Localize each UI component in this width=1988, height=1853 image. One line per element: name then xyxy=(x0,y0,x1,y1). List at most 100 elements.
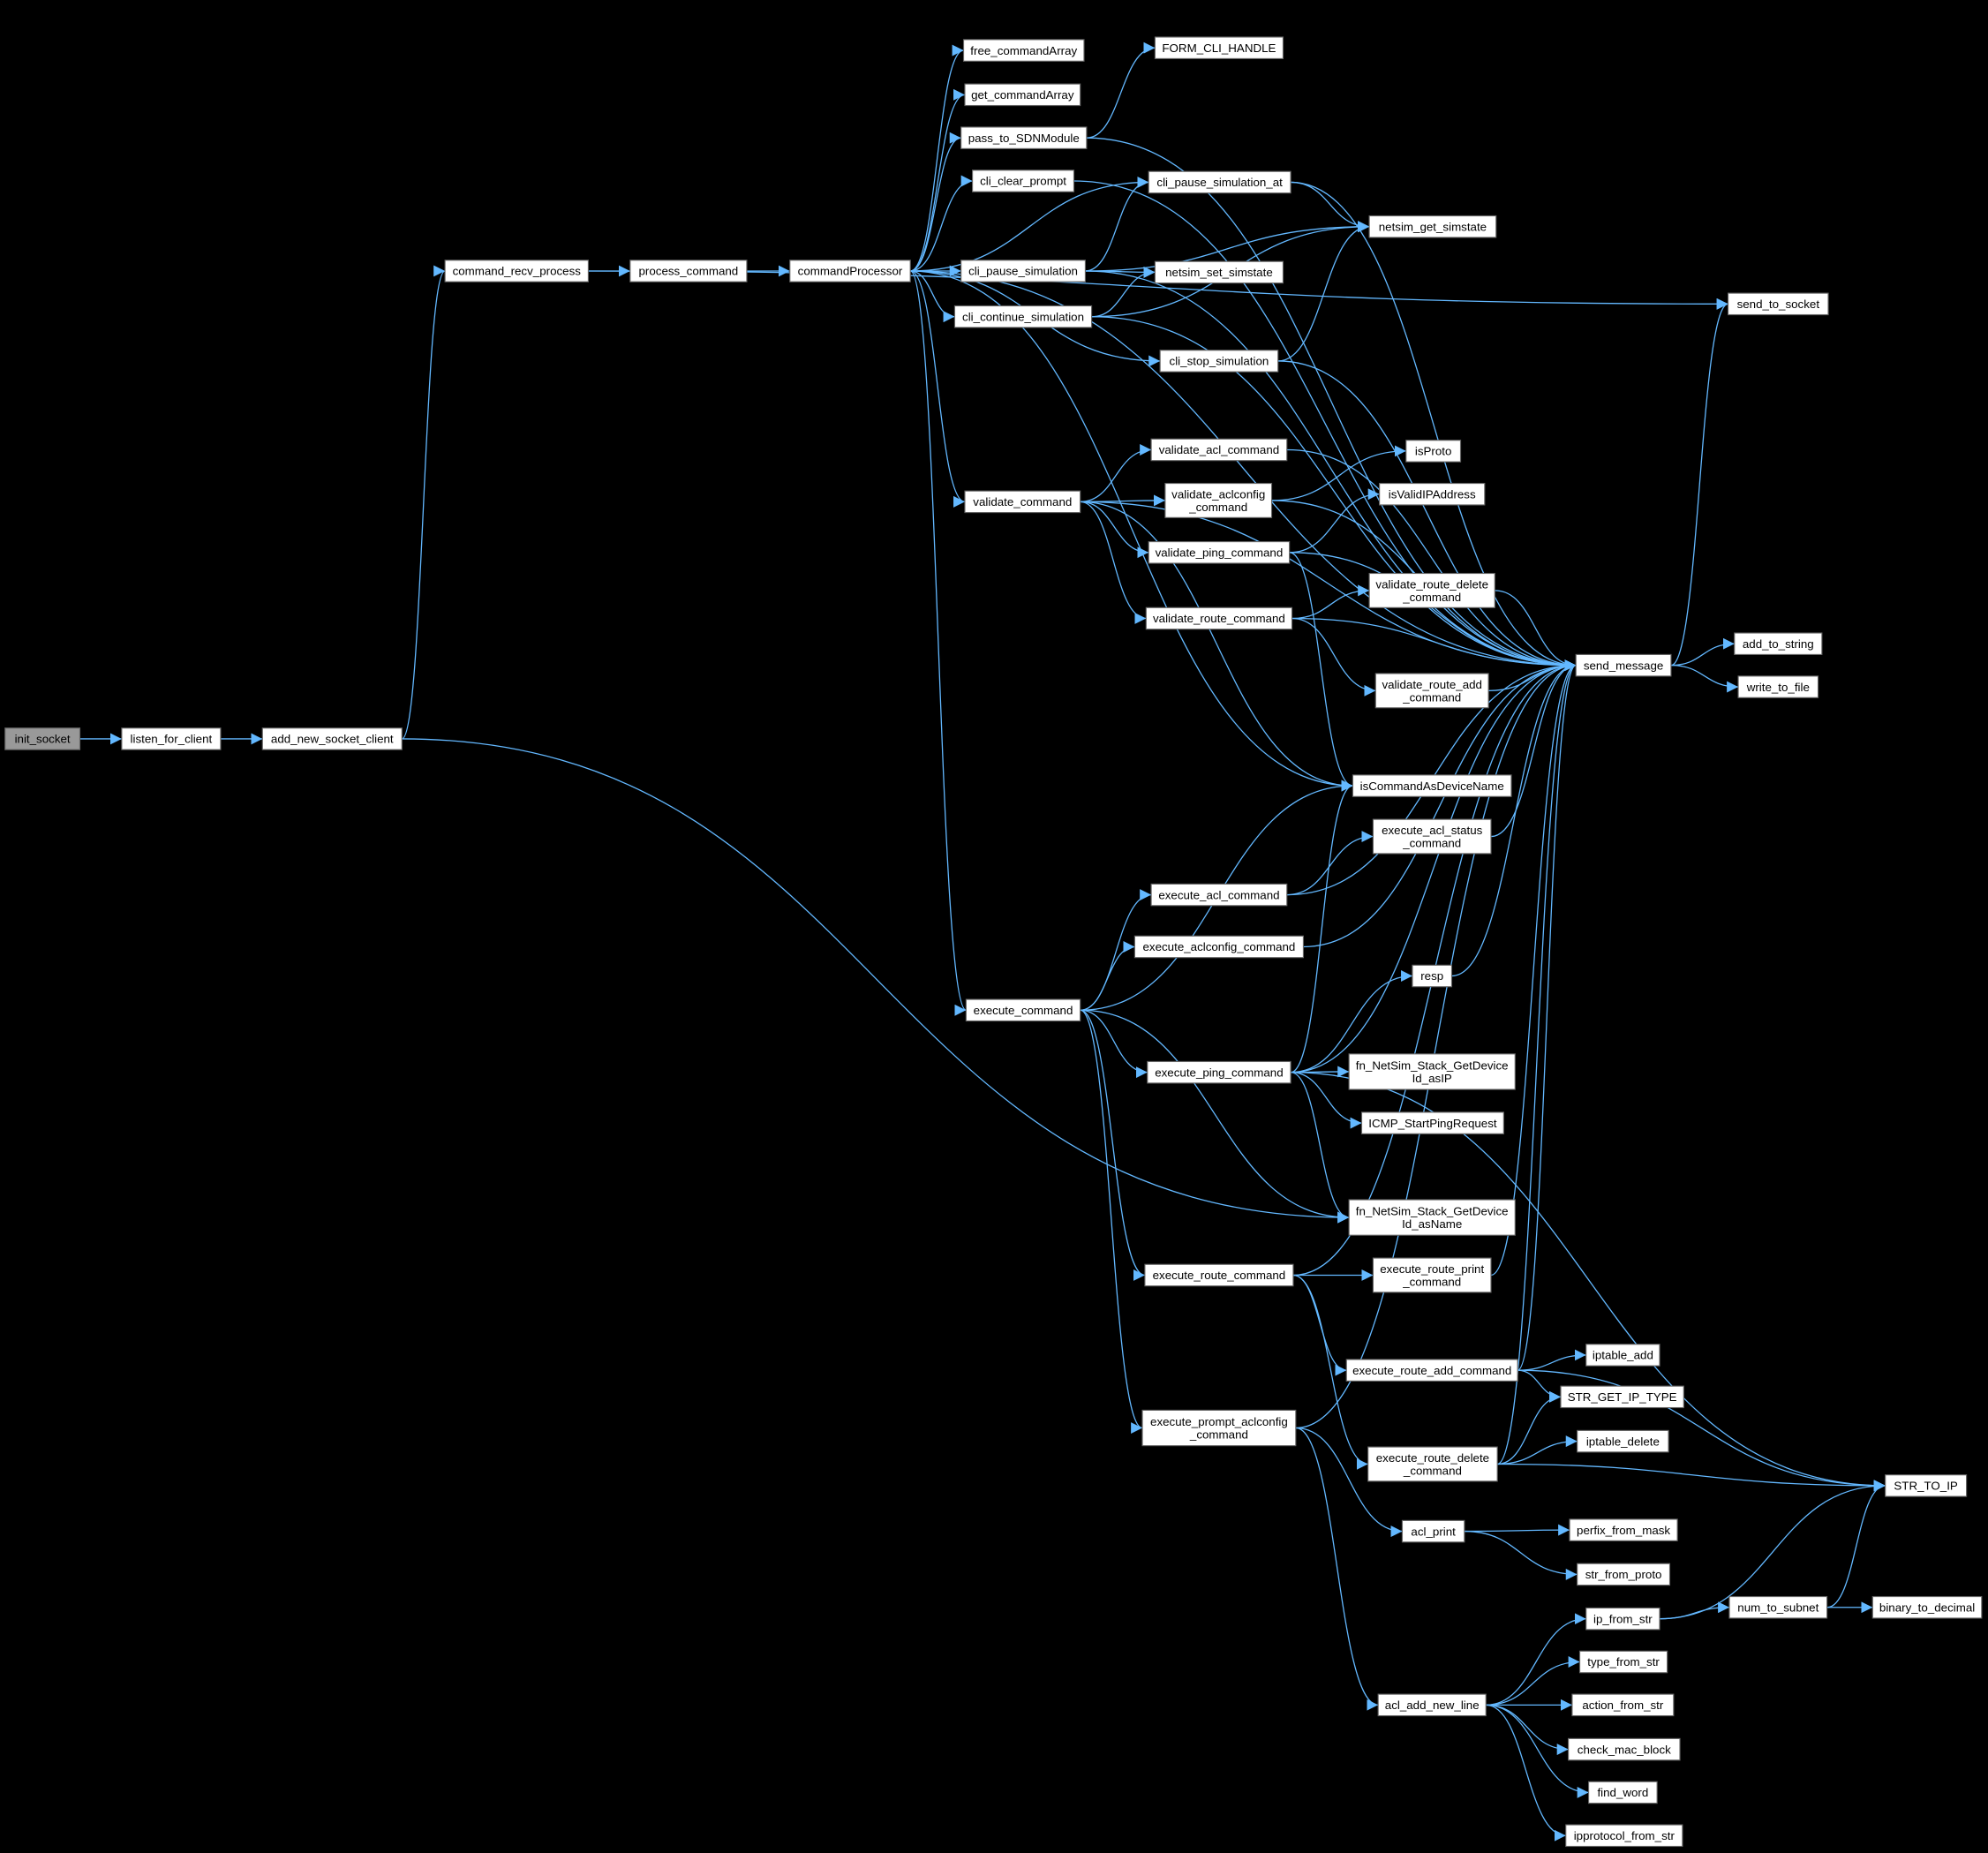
edge-cli-continue-simulation-to-send-message xyxy=(1091,316,1577,672)
node-execute-ping-command[interactable]: execute_ping_command xyxy=(1147,1060,1291,1084)
node-validate-ping-command[interactable]: validate_ping_command xyxy=(1148,541,1291,564)
node-execute-acl-status-command[interactable]: execute_acl_status_command xyxy=(1372,818,1492,855)
node-resp[interactable]: resp xyxy=(1412,964,1453,988)
node-command-recv-process[interactable]: command_recv_process xyxy=(444,260,589,282)
node-label: FORM_CLI_HANDLE xyxy=(1162,41,1276,55)
edge-execute-route-print-command-to-send-message xyxy=(1490,659,1577,1277)
node-ip-from-str[interactable]: ip_from_str xyxy=(1585,1607,1660,1631)
node-iptable-add[interactable]: iptable_add xyxy=(1585,1344,1660,1367)
edge-command-processor-to-execute-command xyxy=(909,270,967,1016)
node-execute-acl-command[interactable]: execute_acl_command xyxy=(1150,883,1288,907)
node-label: netsim_set_simstate xyxy=(1165,266,1273,279)
node-box xyxy=(1133,935,1305,959)
node-box xyxy=(1885,1474,1968,1497)
node-check-mac-block[interactable]: check_mac_block xyxy=(1568,1737,1681,1761)
node-execute-prompt-aclconfig-command[interactable]: execute_prompt_aclconfig_command xyxy=(1141,1409,1297,1447)
node-label: acl_add_new_line xyxy=(1385,1699,1480,1712)
node-netsim-set-simstate[interactable]: netsim_set_simstate xyxy=(1154,260,1284,284)
edge-execute-prompt-aclconfig-command-to-send-message xyxy=(1295,659,1577,1429)
node-icmp-start-ping-request[interactable]: ICMP_StartPingRequest xyxy=(1360,1111,1504,1134)
node-execute-route-command[interactable]: execute_route_command xyxy=(1144,1263,1294,1287)
node-label: validate_aclconfig_command xyxy=(1171,487,1265,513)
node-ipprotocol-from-str[interactable]: ipprotocol_from_str xyxy=(1565,1824,1683,1848)
node-box xyxy=(1147,1060,1291,1084)
node-is-command-as-device-name[interactable]: isCommandAsDeviceName xyxy=(1352,774,1512,797)
node-box xyxy=(4,727,81,750)
node-get-command-array[interactable]: get_commandArray xyxy=(964,83,1081,107)
node-cli-pause-simulation-at[interactable]: cli_pause_simulation_at xyxy=(1148,170,1291,194)
edge-cli-clear-prompt-to-send-message xyxy=(1073,180,1577,672)
node-is-proto[interactable]: isProto xyxy=(1405,440,1462,463)
edge-command-processor-to-validate-command xyxy=(910,270,966,508)
node-listen-for-client[interactable]: listen_for_client xyxy=(121,727,222,750)
node-add-to-string[interactable]: add_to_string xyxy=(1734,632,1823,656)
node-init-socket[interactable]: init_socket xyxy=(4,727,81,750)
node-validate-route-delete-command[interactable]: validate_route_delete_command xyxy=(1368,572,1495,608)
node-box xyxy=(1372,818,1492,855)
node-str-get-ip-type[interactable]: STR_GET_IP_TYPE xyxy=(1560,1385,1684,1409)
node-validate-route-add-command[interactable]: validate_route_add_command xyxy=(1374,673,1489,709)
node-pass-to-sdnmodule[interactable]: pass_to_SDNModule xyxy=(960,126,1088,149)
edge-command-processor-to-cli-pause-simulation-at xyxy=(910,176,1149,272)
node-validate-acl-command[interactable]: validate_acl_command xyxy=(1150,438,1288,462)
node-command-processor[interactable]: commandProcessor xyxy=(789,260,911,282)
node-iptable-delete[interactable]: iptable_delete xyxy=(1577,1429,1669,1453)
node-execute-aclconfig-command[interactable]: execute_aclconfig_command xyxy=(1133,935,1305,959)
node-send-message[interactable]: send_message xyxy=(1575,653,1672,677)
node-cli-clear-prompt[interactable]: cli_clear_prompt xyxy=(972,169,1075,192)
node-perfix-from-mask[interactable]: perfix_from_mask xyxy=(1569,1518,1678,1541)
node-validate-command[interactable]: validate_command xyxy=(964,490,1081,514)
node-label: STR_GET_IP_TYPE xyxy=(1568,1390,1677,1404)
node-free-command-array[interactable]: free_commandArray xyxy=(962,39,1085,62)
edge-execute-ping-command-to-is-command-as-device-name xyxy=(1290,780,1353,1073)
edge-execute-command-to-execute-ping-command xyxy=(1080,1009,1148,1079)
node-cli-continue-simulation[interactable]: cli_continue_simulation xyxy=(953,305,1093,328)
node-add-new-socket-client[interactable]: add_new_socket_client xyxy=(261,727,403,750)
edge-acl-add-new-line-to-ip-from-str xyxy=(1486,1613,1586,1706)
node-acl-print[interactable]: acl_print xyxy=(1401,1519,1465,1543)
node-box xyxy=(1405,440,1462,463)
node-execute-route-delete-command[interactable]: execute_route_delete_command xyxy=(1367,1446,1498,1482)
node-validate-route-command[interactable]: validate_route_command xyxy=(1145,606,1293,630)
node-cli-stop-simulation[interactable]: cli_stop_simulation xyxy=(1159,350,1279,373)
edge-validate-command-to-is-command-as-device-name xyxy=(1080,501,1353,792)
node-label: ipprotocol_from_str xyxy=(1574,1829,1675,1842)
node-cli-pause-simulation[interactable]: cli_pause_simulation xyxy=(960,260,1086,282)
node-acl-add-new-line[interactable]: acl_add_new_line xyxy=(1377,1693,1487,1717)
node-box xyxy=(261,727,403,750)
node-box xyxy=(1571,1693,1675,1717)
edge-command-processor-to-get-command-array xyxy=(910,88,966,272)
node-num-to-subnet[interactable]: num_to_subnet xyxy=(1728,1595,1828,1619)
node-is-valid-ipaddress[interactable]: isValidIPAddress xyxy=(1379,482,1486,506)
node-form-cli-handle[interactable]: FORM_CLI_HANDLE xyxy=(1154,36,1284,59)
edge-validate-route-command-to-send-message xyxy=(1291,617,1577,672)
node-send-to-socket[interactable]: send_to_socket xyxy=(1727,292,1829,316)
edge-execute-route-delete-command-to-str-to-ip xyxy=(1497,1463,1886,1492)
node-execute-route-print-command[interactable]: execute_route_print_command xyxy=(1372,1257,1492,1293)
node-action-from-str[interactable]: action_from_str xyxy=(1571,1693,1675,1717)
edge-cli-pause-simulation-to-netsim-get-simstate xyxy=(1085,221,1370,272)
node-label: execute_ping_command xyxy=(1155,1066,1283,1079)
node-binary-to-decimal[interactable]: binary_to_decimal xyxy=(1871,1595,1983,1619)
edge-add-new-socket-client-to-command-recv-process xyxy=(401,265,446,740)
edge-validate-command-to-validate-ping-command xyxy=(1080,501,1149,559)
node-box xyxy=(629,260,748,282)
node-write-to-file[interactable]: write_to_file xyxy=(1737,675,1819,698)
node-validate-aclconfig-command[interactable]: validate_aclconfig_command xyxy=(1164,482,1273,518)
node-find-word[interactable]: find_word xyxy=(1588,1781,1658,1804)
node-netsim-get-simstate[interactable]: netsim_get_simstate xyxy=(1368,215,1497,238)
node-box xyxy=(1145,606,1293,630)
edge-validate-route-delete-command-to-send-message xyxy=(1495,590,1577,672)
node-execute-command[interactable]: execute_command xyxy=(965,998,1081,1022)
node-execute-route-add-command[interactable]: execute_route_add_command xyxy=(1345,1359,1518,1382)
node-str-from-proto[interactable]: str_from_proto xyxy=(1577,1563,1671,1586)
node-str-to-ip[interactable]: STR_TO_IP xyxy=(1885,1474,1968,1497)
node-type-from-str[interactable]: type_from_str xyxy=(1578,1650,1668,1674)
edge-execute-command-to-execute-route-command xyxy=(1080,1009,1146,1281)
edge-validate-ping-command-to-send-message xyxy=(1289,552,1577,672)
node-label: cli_pause_simulation xyxy=(968,265,1078,278)
node-process-command[interactable]: process_command xyxy=(629,260,748,282)
node-label: ip_from_str xyxy=(1593,1612,1653,1625)
